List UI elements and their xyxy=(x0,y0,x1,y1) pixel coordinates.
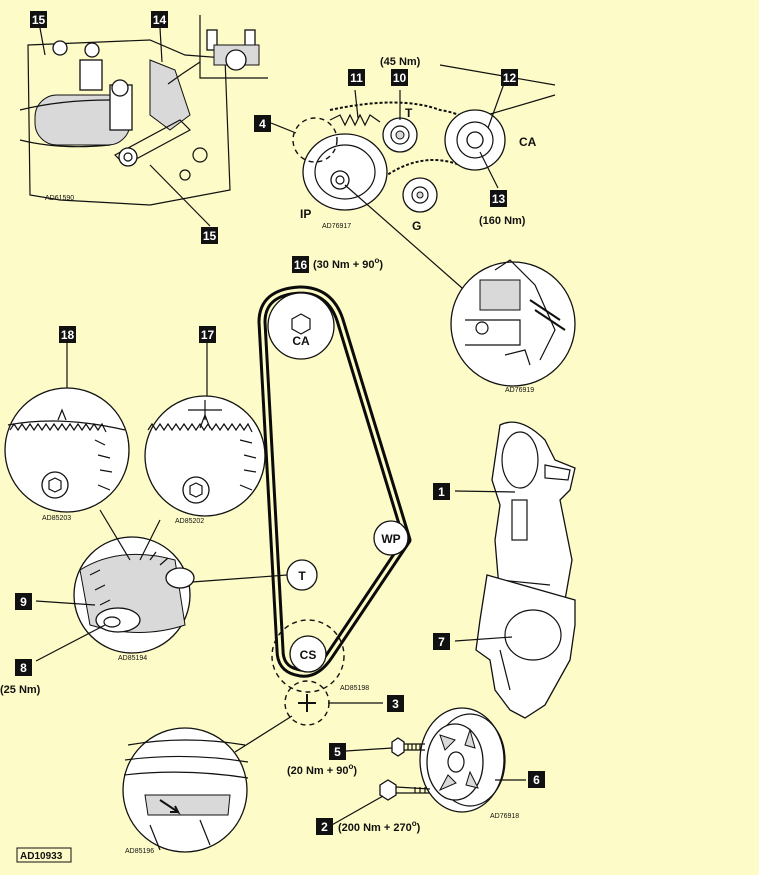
callout-14: 14 xyxy=(151,11,168,28)
svg-text:2: 2 xyxy=(321,820,328,834)
svg-text:13: 13 xyxy=(492,192,506,206)
callout-17: 17 xyxy=(199,326,216,343)
pump-pulley-detail: AD76917 xyxy=(270,64,556,296)
callout-2: 2 xyxy=(316,818,333,835)
callout-5: 5 xyxy=(329,743,346,760)
sprocket-zoom-18: AD85203 xyxy=(4,343,130,522)
svg-text:AD10933: AD10933 xyxy=(20,851,63,862)
svg-text:10: 10 xyxy=(393,71,407,85)
svg-text:7: 7 xyxy=(438,635,445,649)
callout-7: 7 xyxy=(433,633,450,650)
svg-text:9: 9 xyxy=(20,595,27,609)
torque-10: (45 Nm) xyxy=(380,56,421,68)
ref-ad76918: AD76918 xyxy=(490,813,519,820)
svg-text:5: 5 xyxy=(334,745,341,759)
callout-4: 4 xyxy=(254,115,271,132)
callout-1: 1 xyxy=(433,483,450,500)
svg-text:8: 8 xyxy=(20,661,27,675)
svg-text:3: 3 xyxy=(392,697,399,711)
label-g: G xyxy=(412,219,421,233)
svg-text:16: 16 xyxy=(294,258,308,272)
crank-pulley-detail: AD76918 xyxy=(329,707,526,827)
callout-12: 12 xyxy=(501,69,518,86)
ref-ad76919: AD76919 xyxy=(505,387,534,394)
label-ip: IP xyxy=(300,207,311,221)
callout-3: 3 xyxy=(387,695,404,712)
torque-2: (200 Nm + 270o) xyxy=(338,819,421,834)
ref-ad61590: AD61590 xyxy=(45,195,74,202)
svg-text:15: 15 xyxy=(32,13,46,27)
callout-16: 16 xyxy=(292,256,309,273)
ref-ad85203: AD85203 xyxy=(42,515,71,522)
label-ca-main: CA xyxy=(292,334,310,348)
svg-text:11: 11 xyxy=(350,71,363,85)
callout-8: 8 xyxy=(15,659,32,676)
callout-18: 18 xyxy=(59,326,76,343)
ref-ad76917: AD76917 xyxy=(322,223,351,230)
svg-text:17: 17 xyxy=(201,328,215,342)
callout-13: 13 xyxy=(490,190,507,207)
svg-text:6: 6 xyxy=(533,773,540,787)
label-ca-top: CA xyxy=(519,135,537,149)
callout-10: 10 xyxy=(391,69,408,86)
torque-8: (25 Nm) xyxy=(0,684,41,696)
ref-ad85196: AD85196 xyxy=(125,848,154,855)
callout-11: 11 xyxy=(348,69,365,86)
svg-text:14: 14 xyxy=(153,13,167,27)
callout-6: 6 xyxy=(528,771,545,788)
bottom-zoom-circle: AD85196 xyxy=(122,715,293,855)
svg-text:12: 12 xyxy=(503,71,517,85)
camshaft-detail: AD61590 xyxy=(19,15,268,227)
svg-text:18: 18 xyxy=(61,328,75,342)
ref-ad85198: AD85198 xyxy=(340,685,369,692)
torque-5: (20 Nm + 90o) xyxy=(287,762,357,777)
svg-text:15: 15 xyxy=(203,229,217,243)
torque-13: (160 Nm) xyxy=(479,215,526,227)
label-wp: WP xyxy=(381,532,400,546)
crankshaft-pulley xyxy=(289,635,327,673)
ref-ad85194: AD85194 xyxy=(118,655,147,662)
label-cs: CS xyxy=(300,648,317,662)
label-t-main: T xyxy=(298,569,306,583)
torque-16: (30 Nm + 90o) xyxy=(313,256,383,271)
label-t-top: T xyxy=(405,106,413,120)
callout-15-bottom: 15 xyxy=(201,227,218,244)
crank-sprocket-zoom: AD85194 xyxy=(35,509,288,662)
ref-ad85202: AD85202 xyxy=(175,518,204,525)
sprocket-zoom-17: AD85202 xyxy=(144,343,266,525)
water-pump-pulley xyxy=(373,520,409,556)
svg-text:4: 4 xyxy=(259,117,266,131)
figure-reference: AD10933 xyxy=(16,847,72,863)
camshaft-pulley xyxy=(267,292,335,360)
svg-text:1: 1 xyxy=(438,485,445,499)
main-belt-diagram: AD85198 xyxy=(257,285,412,726)
pump-zoom-circle: AD76919 xyxy=(450,259,576,394)
callout-15-top: 15 xyxy=(30,11,47,28)
callout-9: 9 xyxy=(15,593,32,610)
timing-covers xyxy=(454,421,576,719)
